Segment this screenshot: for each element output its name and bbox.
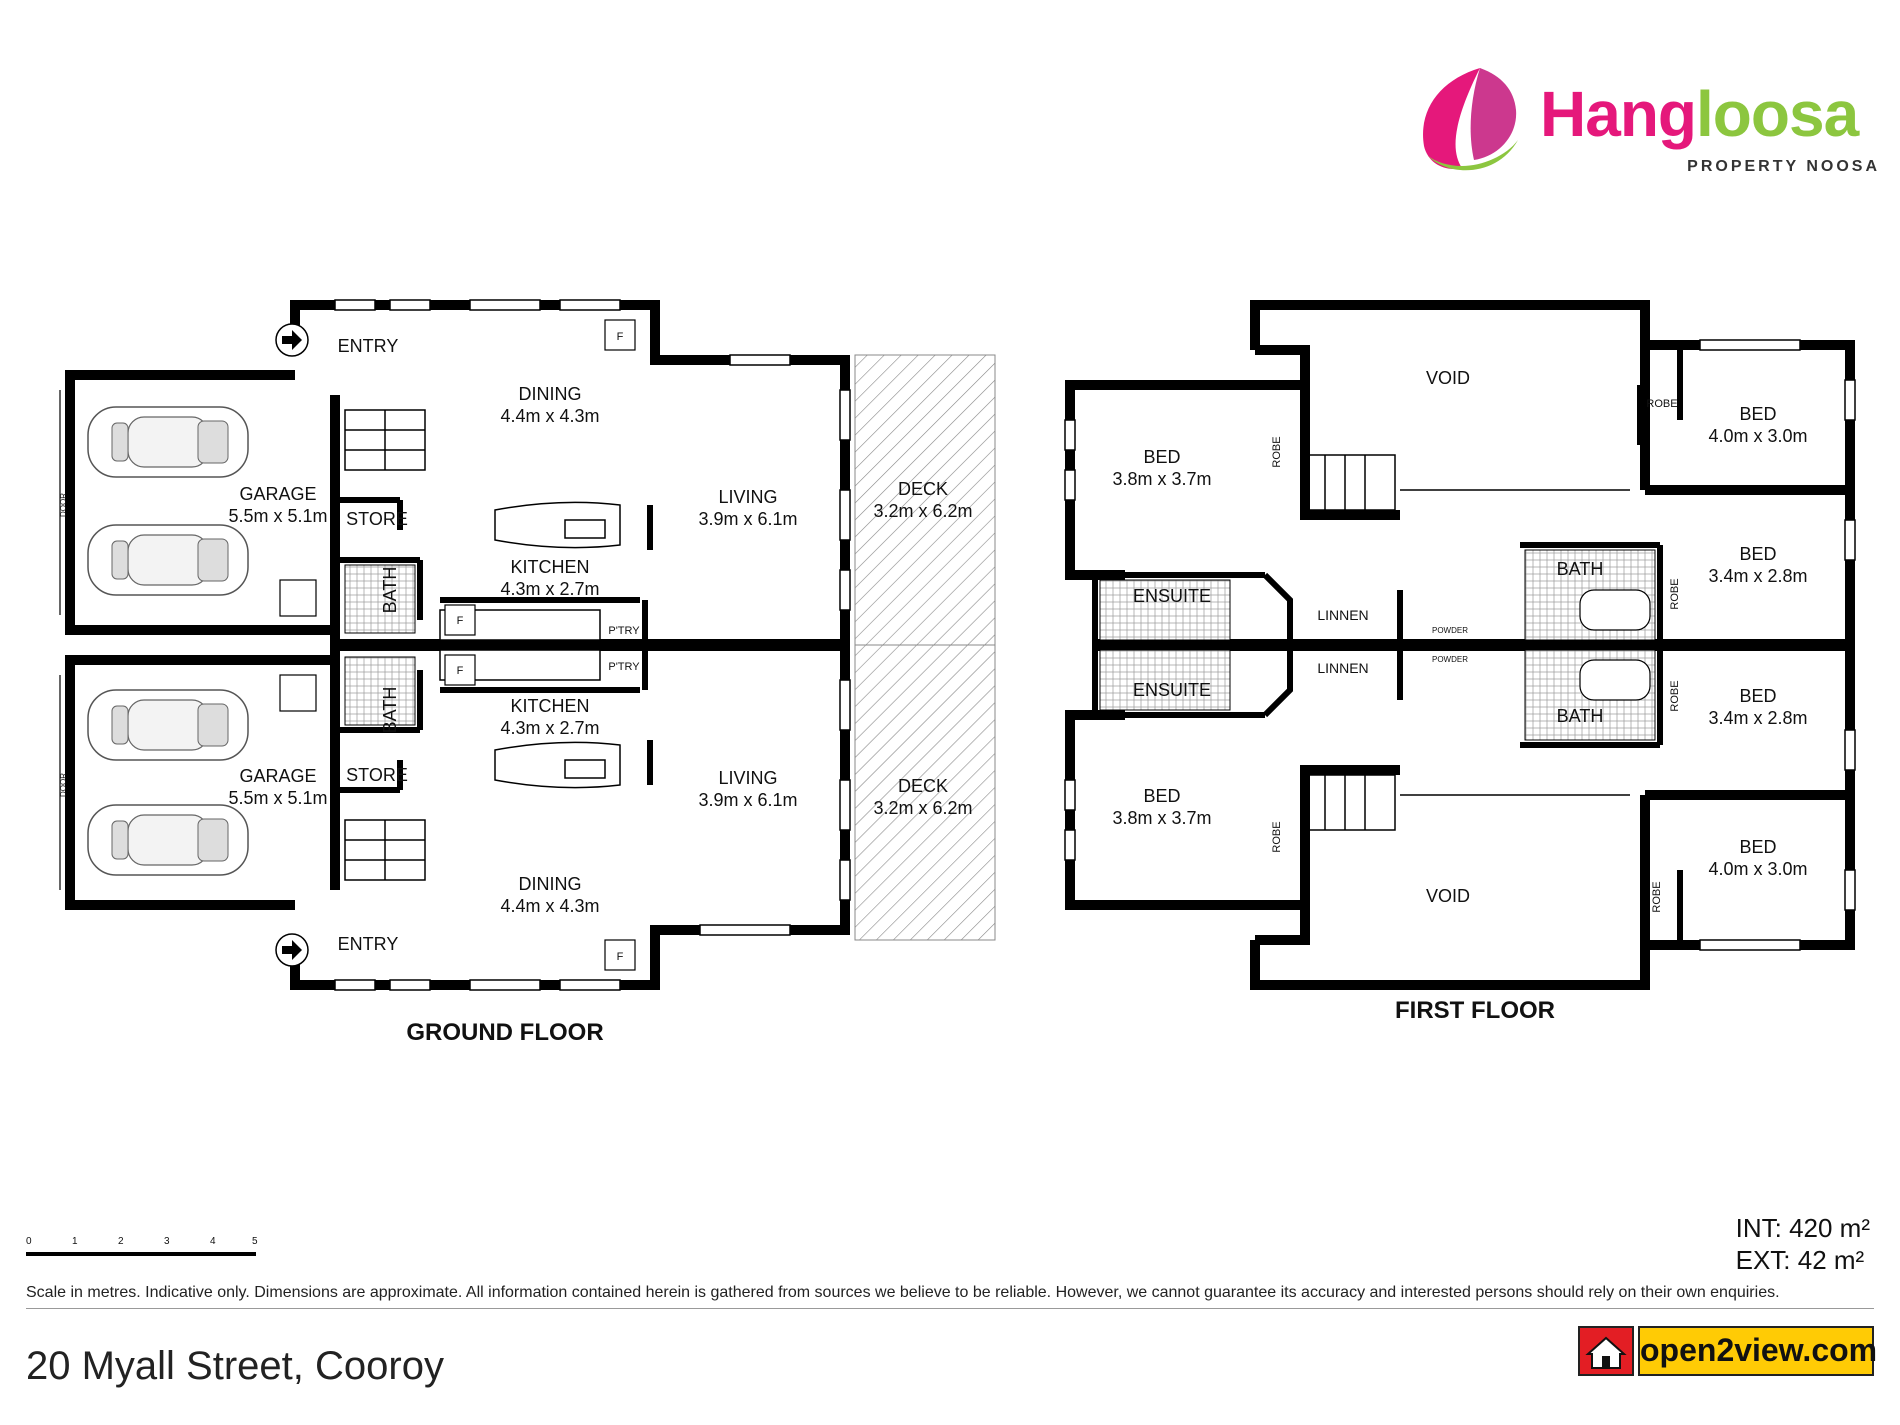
scale-tick: 4 bbox=[210, 1236, 216, 1247]
label-pantry-bottom: P'TRY bbox=[608, 661, 640, 673]
label-linnen-bottom: LINNEN bbox=[1317, 660, 1368, 676]
disclaimer: Scale in metres. Indicative only. Dimens… bbox=[26, 1284, 1780, 1301]
label-fridge: F bbox=[617, 951, 624, 963]
label-fridge: F bbox=[457, 615, 464, 627]
label-garage-door: DOOR bbox=[59, 773, 68, 797]
label-pantry-top: P'TRY bbox=[608, 625, 640, 637]
ground-floor-title: GROUND FLOOR bbox=[406, 1019, 603, 1046]
label-bed-mr-top-dim: 3.4m x 2.8m bbox=[1708, 566, 1807, 586]
label-bed-bl: BED bbox=[1143, 786, 1180, 806]
label-store-bottom: STORE bbox=[346, 765, 408, 785]
label-powder-top: POWDER bbox=[1432, 626, 1468, 635]
divider bbox=[26, 1308, 1874, 1309]
house-icon bbox=[1578, 1326, 1634, 1376]
label-bed-tr-dim: 4.0m x 3.0m bbox=[1708, 426, 1807, 446]
label-deck-top-dim: 3.2m x 6.2m bbox=[873, 501, 972, 521]
label-bed-br: BED bbox=[1739, 837, 1776, 857]
scale-tick: 2 bbox=[118, 1236, 124, 1247]
label-bed-tl-dim: 3.8m x 3.7m bbox=[1112, 469, 1211, 489]
label-linnen-top: LINNEN bbox=[1317, 607, 1368, 623]
property-address: 20 Myall Street, Cooroy bbox=[26, 1344, 444, 1388]
label-robe: ROBE bbox=[1646, 398, 1677, 410]
label-kitchen-top: KITCHEN bbox=[510, 557, 589, 577]
entry-arrow-icon bbox=[275, 933, 309, 967]
label-robe: ROBE bbox=[1651, 881, 1663, 912]
open2view-logo: open2view.com bbox=[1578, 1326, 1877, 1376]
area-ext: EXT: 42 m² bbox=[1735, 1245, 1865, 1275]
label-living-bottom-dim: 3.9m x 6.1m bbox=[698, 790, 797, 810]
label-void-top: VOID bbox=[1426, 368, 1470, 388]
label-living-bottom: LIVING bbox=[718, 768, 777, 788]
label-bed-mr-top: BED bbox=[1739, 544, 1776, 564]
label-entry-top: ENTRY bbox=[338, 336, 399, 356]
label-bed-mr-bottom-dim: 3.4m x 2.8m bbox=[1708, 708, 1807, 728]
label-garage-bottom-dim: 5.5m x 5.1m bbox=[228, 788, 327, 808]
label-bath-bottom: BATH bbox=[380, 687, 400, 734]
label-kitchen-bottom-dim: 4.3m x 2.7m bbox=[500, 718, 599, 738]
label-kitchen-top-dim: 4.3m x 2.7m bbox=[500, 579, 599, 599]
label-living-top: LIVING bbox=[718, 487, 777, 507]
label-garage-bottom: GARAGE bbox=[239, 766, 316, 786]
scale-tick: 1 bbox=[72, 1236, 78, 1247]
scale-tick: 5 bbox=[252, 1236, 258, 1247]
ground-floor: ENTRY DINING 4.4m x 4.3m LIVING 3.9m x 6… bbox=[59, 299, 996, 1046]
label-bed-bl-dim: 3.8m x 3.7m bbox=[1112, 808, 1211, 828]
brand-name: Hangloosa bbox=[1540, 78, 1859, 150]
label-dining-top: DINING bbox=[519, 384, 582, 404]
label-dining-bottom-dim: 4.4m x 4.3m bbox=[500, 896, 599, 916]
label-robe: ROBE bbox=[1669, 680, 1681, 711]
label-fridge: F bbox=[457, 665, 464, 677]
label-bed-tl: BED bbox=[1143, 447, 1180, 467]
label-deck-bottom: DECK bbox=[898, 776, 948, 796]
area-summary: INT: 420 m² EXT: 42 m² bbox=[1736, 1212, 1870, 1276]
label-powder-bottom: POWDER bbox=[1432, 655, 1468, 664]
scale-bar: 0 1 2 3 4 5 bbox=[26, 1230, 266, 1275]
hangloosa-logo: Hangloosa PROPERTY NOOSA bbox=[1410, 60, 1880, 190]
area-int: INT: 420 m² bbox=[1735, 1213, 1870, 1243]
label-bath-top: BATH bbox=[1557, 559, 1604, 579]
label-bath-bottom: BATH bbox=[1557, 706, 1604, 726]
brand-subtitle: PROPERTY NOOSA bbox=[1687, 158, 1880, 175]
label-ensuite-bottom: ENSUITE bbox=[1133, 680, 1211, 700]
label-robe: ROBE bbox=[1669, 578, 1681, 609]
label-deck-bottom-dim: 3.2m x 6.2m bbox=[873, 798, 972, 818]
open2view-label: open2view.com bbox=[1638, 1326, 1877, 1376]
label-bed-mr-bottom: BED bbox=[1739, 686, 1776, 706]
label-bed-br-dim: 4.0m x 3.0m bbox=[1708, 859, 1807, 879]
label-entry-bottom: ENTRY bbox=[338, 934, 399, 954]
entry-arrow-icon bbox=[275, 323, 309, 357]
label-bath-top: BATH bbox=[380, 567, 400, 614]
label-ensuite-top: ENSUITE bbox=[1133, 586, 1211, 606]
label-robe: ROBE bbox=[1271, 821, 1283, 852]
label-dining-top-dim: 4.4m x 4.3m bbox=[500, 406, 599, 426]
label-fridge: F bbox=[617, 331, 624, 343]
label-garage-door: DOOR bbox=[59, 493, 68, 517]
label-kitchen-bottom: KITCHEN bbox=[510, 696, 589, 716]
label-dining-bottom: DINING bbox=[519, 874, 582, 894]
scale-tick: 0 bbox=[26, 1236, 32, 1247]
label-bed-tr: BED bbox=[1739, 404, 1776, 424]
label-living-top-dim: 3.9m x 6.1m bbox=[698, 509, 797, 529]
label-garage-top: GARAGE bbox=[239, 484, 316, 504]
scale-tick: 3 bbox=[164, 1236, 170, 1247]
leaf-logo-icon bbox=[1423, 68, 1518, 171]
label-garage-top-dim: 5.5m x 5.1m bbox=[228, 506, 327, 526]
first-floor: VOID VOID BED 3.8m x 3.7m BED 3.8m x 3.7… bbox=[1064, 300, 1856, 1024]
label-void-bottom: VOID bbox=[1426, 886, 1470, 906]
floor-plan: ENTRY DINING 4.4m x 4.3m LIVING 3.9m x 6… bbox=[59, 299, 1856, 1046]
label-robe: ROBE bbox=[1271, 436, 1283, 467]
label-deck-top: DECK bbox=[898, 479, 948, 499]
label-store-top: STORE bbox=[346, 509, 408, 529]
first-floor-title: FIRST FLOOR bbox=[1395, 997, 1555, 1024]
